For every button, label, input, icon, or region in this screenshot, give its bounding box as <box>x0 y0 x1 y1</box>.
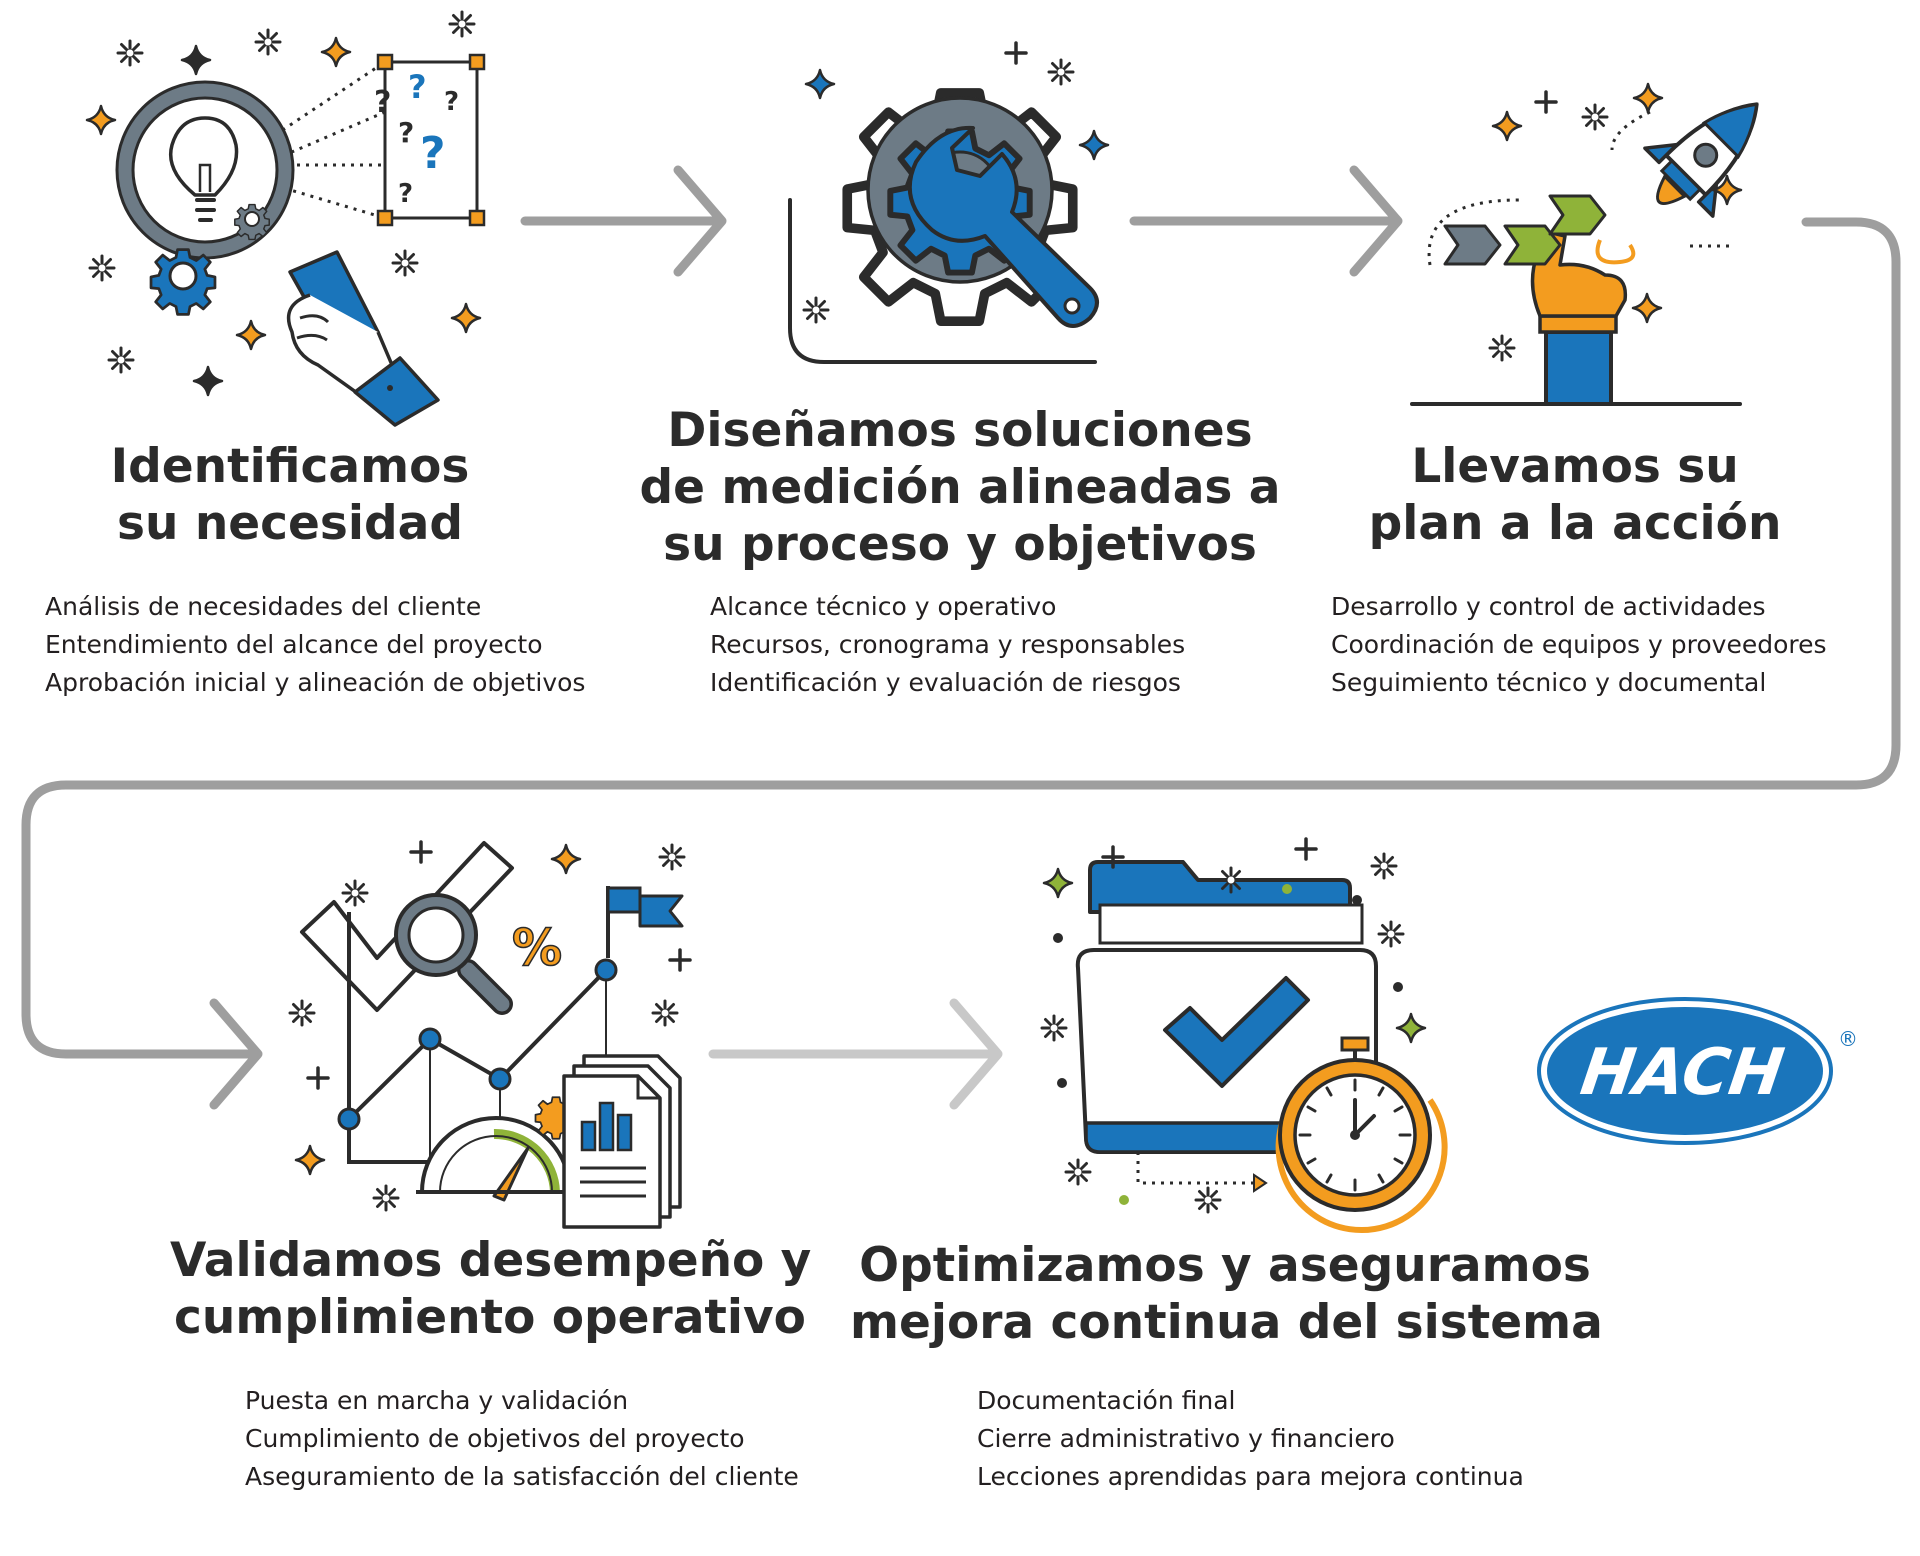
step-4-title-line-2: cumplimiento operativo <box>174 1290 806 1345</box>
list-item: Entendimiento del alcance del proyecto <box>45 630 543 659</box>
list-item: Aprobación inicial y alineación de objet… <box>45 668 586 697</box>
step-1-list: Análisis de necesidades del cliente Ente… <box>45 588 585 702</box>
step-3-title-line-2: plan a la acción <box>1368 496 1782 551</box>
list-item: Alcance técnico y operativo <box>710 592 1057 621</box>
step-2-list: Alcance técnico y operativo Recursos, cr… <box>710 588 1185 702</box>
list-item: Seguimiento técnico y documental <box>1331 668 1767 697</box>
gear-wrench-icon <box>788 41 1110 364</box>
folder-stopwatch-icon <box>1040 837 1448 1234</box>
step-5-title-line-2: mejora continua del sistema <box>850 1295 1603 1350</box>
svg-text:?: ? <box>398 179 413 209</box>
hach-logo-text: HACH <box>1576 1035 1788 1110</box>
step-5-title-line-1: Optimizamos y aseguramos <box>859 1238 1591 1293</box>
list-item: Coordinación de equipos y proveedores <box>1331 630 1827 659</box>
step-2-title-line-3: su proceso y objetivos <box>663 517 1257 572</box>
flow-arrow-2 <box>1129 165 1403 277</box>
list-item: Cierre administrativo y financiero <box>977 1424 1395 1453</box>
svg-text:?: ? <box>444 87 459 117</box>
step-2-title: Diseñamos soluciones de medición alinead… <box>630 402 1290 573</box>
svg-text:?: ? <box>408 68 427 106</box>
step-4-list: Puesta en marcha y validación Cumplimien… <box>245 1382 799 1496</box>
flow-arrow-1 <box>520 165 727 277</box>
step-5-list: Documentación final Cierre administrativ… <box>977 1382 1524 1496</box>
list-item: Cumplimiento de objetivos del proyecto <box>245 1424 745 1453</box>
rocket-hand-icon <box>1410 82 1759 406</box>
list-item: Análisis de necesidades del cliente <box>45 592 482 621</box>
list-item: Lecciones aprendidas para mejora continu… <box>977 1462 1524 1491</box>
step-2-title-line-1: Diseñamos soluciones <box>667 403 1253 458</box>
list-item: Desarrollo y control de actividades <box>1331 592 1766 621</box>
step-3-title: Llevamos su plan a la acción <box>1350 438 1800 552</box>
svg-text:%: % <box>512 919 562 977</box>
list-item: Recursos, cronograma y responsables <box>710 630 1186 659</box>
magnifier-lightbulb-icon: ? ? ? ? ? ? <box>85 10 486 427</box>
hach-logo: HACH ® <box>1537 997 1858 1145</box>
list-item: Identificación y evaluación de riesgos <box>710 668 1181 697</box>
svg-text:?: ? <box>420 128 446 179</box>
list-item: Puesta en marcha y validación <box>245 1386 629 1415</box>
step-4-title: Validamos desempeño y cumplimiento opera… <box>170 1232 812 1346</box>
registered-mark: ® <box>1838 1027 1858 1051</box>
svg-text:?: ? <box>398 116 414 149</box>
step-5-title: Optimizamos y aseguramos mejora continua… <box>850 1237 1603 1351</box>
list-item: Aseguramiento de la satisfacción del cli… <box>245 1462 799 1491</box>
step-3-title-line-1: Llevamos su <box>1411 439 1739 494</box>
step-2-title-line-2: de medición alineadas a <box>639 460 1281 515</box>
return-connector <box>21 217 1901 1110</box>
step-3-list: Desarrollo y control de actividades Coor… <box>1331 588 1827 702</box>
list-item: Documentación final <box>977 1386 1236 1415</box>
svg-text:?: ? <box>374 85 391 120</box>
analytics-check-icon: % <box>288 840 692 1229</box>
step-1-title-line-2: su necesidad <box>117 496 463 551</box>
step-1-title: Identificamos su necesidad <box>90 438 490 552</box>
step-1-title-line-1: Identificamos <box>110 439 470 494</box>
step-4-title-line-1: Validamos desempeño y <box>170 1233 812 1288</box>
flow-arrow-3 <box>708 998 1003 1110</box>
